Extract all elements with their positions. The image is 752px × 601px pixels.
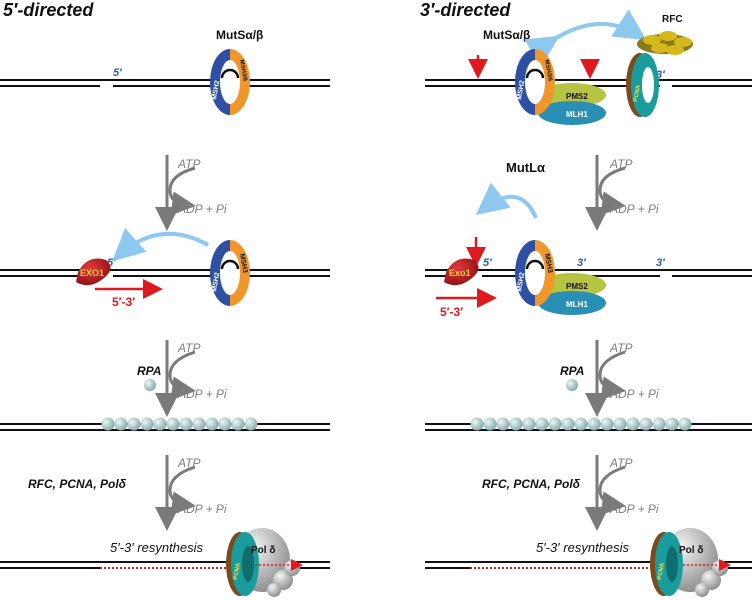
left-factors-label: RFC, PCNA, Polδ [28, 477, 127, 491]
left-atp-2: ATP [177, 341, 200, 355]
right-exo1-label: Exo1 [449, 268, 471, 278]
right-pcna-label-2: PCNA [657, 562, 666, 580]
left-atp-3: ATP [177, 456, 200, 470]
right-exo1 [444, 258, 479, 286]
title-5-directed: 5′-directed [3, 0, 94, 20]
right-rfc [637, 31, 693, 55]
right-pol-label: Pol δ [679, 545, 703, 556]
left-step-arrow-1 [155, 155, 196, 231]
right-step-arrow-2 [585, 340, 626, 417]
left-msh36-label: MSH3/6 [238, 59, 248, 82]
right-rpa-protein [566, 379, 578, 391]
left-step-arrow-3 [155, 455, 196, 531]
left-pcna-label: PCNA [233, 562, 242, 580]
right-atp-2: ATP [609, 341, 632, 355]
right-msh3-label: MSH3 [543, 253, 553, 273]
right-msh36-label: MSH3/6 [543, 59, 553, 82]
right-pcna-clamp-2 [650, 532, 683, 596]
right-atp-1: ATP [609, 157, 632, 171]
right-mlh1-label-1: MLH1 [566, 110, 588, 119]
right-rfc-label: RFC [662, 14, 683, 25]
left-adp-2: ADP + Pi [177, 387, 227, 401]
right-adp-3: ADP + Pi [609, 502, 659, 516]
right-3-prime-end-1: 3′ [656, 69, 666, 81]
right-5-prime-end-2: 5′ [483, 257, 493, 269]
right-atp-3: ATP [609, 456, 632, 470]
left-step-arrow-2 [155, 340, 196, 417]
right-pcna-clamp-1 [626, 53, 659, 117]
left-msh3-label: MSH3 [238, 253, 248, 273]
right-step-arrow-1 [585, 155, 626, 231]
left-adp-1: ADP + Pi [177, 202, 227, 216]
right-adp-2: ADP + Pi [609, 387, 659, 401]
right-mutS-label: MutSα/β [483, 28, 530, 42]
right-mlh1-label-2: MLH1 [566, 300, 588, 309]
left-adp-3: ADP + Pi [177, 502, 227, 516]
right-pcna-label-1: PCNA [633, 84, 642, 102]
left-5-prime-end-2: 5′ [107, 257, 117, 269]
left-5-prime-end-1: 5′ [113, 67, 123, 79]
right-resynthesis-label: 5′-3′ resynthesis [536, 540, 630, 555]
title-3-directed: 3′-directed [420, 0, 511, 20]
right-blue-curved-arrow [475, 182, 538, 219]
right-3-prime-end-2a: 3′ [577, 257, 587, 269]
left-dna-1 [0, 79, 330, 87]
right-mutL-1 [538, 83, 606, 125]
right-pms2-label-2: PMS2 [566, 282, 588, 291]
left-blue-curved-arrow [112, 228, 209, 262]
right-msh2-label-1: MSH2 [516, 80, 526, 100]
left-atp-1: ATP [177, 157, 200, 171]
right-msh2-label-2: MSH2 [516, 272, 526, 292]
right-blue-double-arrow [524, 9, 647, 67]
left-msh2-label-1: MSH2 [211, 80, 221, 100]
left-exo-direction-label: 5′-3′ [112, 295, 135, 309]
right-mutL-2 [538, 273, 606, 315]
left-mutS-clamp-2 [210, 240, 250, 306]
right-factors-label: RFC, PCNA, Polδ [482, 477, 581, 491]
right-mutS-clamp-2 [515, 240, 555, 306]
right-exo-direction-label: 5′-3′ [440, 305, 463, 319]
right-adp-1: ADP + Pi [609, 202, 659, 216]
left-rpa-protein [144, 379, 156, 391]
right-rpa-label: RPA [560, 364, 584, 378]
left-mutS-label: MutSα/β [216, 28, 263, 42]
right-rpa-row [470, 417, 692, 431]
left-pcna-clamp [226, 532, 259, 596]
left-pol-label: Pol δ [251, 545, 275, 556]
left-dna-2 [0, 269, 330, 277]
left-msh2-label-2: MSH2 [211, 272, 221, 292]
left-rpa-label: RPA [137, 364, 161, 378]
left-exo1-label: EXO1 [80, 268, 104, 278]
right-step-arrow-3 [585, 455, 626, 531]
right-mutL-label: MutLα [506, 160, 545, 175]
right-3-prime-end-2b: 3′ [656, 257, 666, 269]
left-mutS-clamp-1 [210, 49, 250, 115]
right-mutS-clamp-1 [515, 49, 555, 115]
left-exo1 [76, 258, 111, 286]
left-resynthesis-label: 5′-3′ resynthesis [110, 540, 204, 555]
right-pms2-label-1: PMS2 [566, 92, 588, 101]
left-rpa-row [101, 417, 258, 431]
